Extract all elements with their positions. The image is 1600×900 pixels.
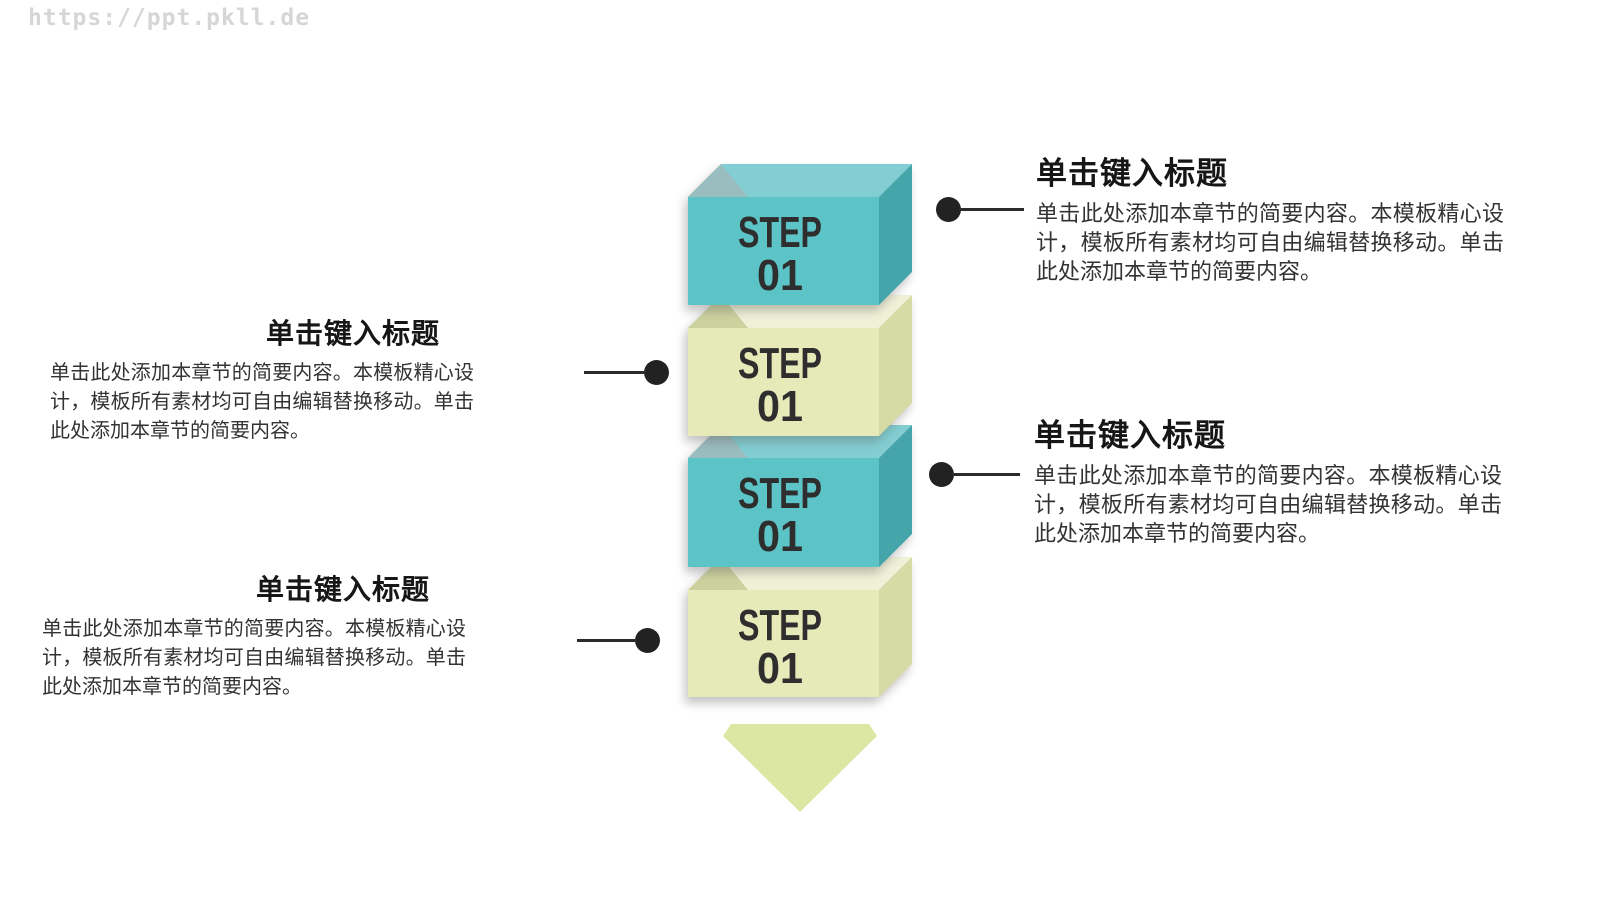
step-box-3: STEP 01	[688, 425, 912, 567]
callout-title: 单击键入标题	[1034, 418, 1226, 453]
step-diagram: STEP 01 STEP 01 STEP 01 STEP	[688, 164, 912, 812]
step-4-label-line1: STEP	[738, 601, 822, 650]
connector-line-right-top	[959, 208, 1024, 211]
callout-title: 单击键入标题	[265, 318, 440, 349]
down-arrow-icon	[723, 724, 877, 812]
step-box-4: STEP 01	[688, 557, 912, 697]
step-3-label-line2: 01	[757, 512, 803, 561]
callout-body: 单击此处添加本章节的简要内容。本模板精心设计，模板所有素材均可自由编辑替换移动。…	[50, 362, 474, 443]
connector-dot-right-middle	[929, 462, 954, 487]
callout-right-middle: 单击键入标题 单击此处添加本章节的简要内容。本模板精心设计，模板所有素材均可自由…	[1034, 418, 1504, 548]
connector-line-right-middle	[952, 473, 1020, 476]
step-4-label-line2: 01	[757, 644, 803, 693]
callout-right-top: 单击键入标题 单击此处添加本章节的简要内容。本模板精心设计，模板所有素材均可自由…	[1036, 156, 1506, 286]
step-3-label-line1: STEP	[738, 469, 822, 518]
callout-title: 单击键入标题	[1036, 156, 1228, 191]
step-1-label-line2: 01	[757, 251, 803, 300]
step-2-label-line1: STEP	[738, 339, 822, 388]
step-1-label-line1: STEP	[738, 208, 822, 257]
connector-dot-right-top	[936, 197, 961, 222]
watermark-url: https://ppt.pkll.de	[28, 5, 311, 31]
callout-left-middle: 单击键入标题 单击此处添加本章节的简要内容。本模板精心设计，模板所有素材均可自由…	[50, 318, 474, 446]
step-box-1: STEP 01	[688, 164, 912, 305]
connector-dot-left-middle	[644, 360, 669, 385]
connector-line-left-middle	[584, 371, 646, 374]
callout-left-bottom: 单击键入标题 单击此处添加本章节的简要内容。本模板精心设计，模板所有素材均可自由…	[42, 574, 466, 702]
connector-line-left-bottom	[577, 639, 637, 642]
callout-body: 单击此处添加本章节的简要内容。本模板精心设计，模板所有素材均可自由编辑替换移动。…	[1036, 200, 1504, 284]
callout-title: 单击键入标题	[255, 574, 430, 605]
step-2-label-line2: 01	[757, 382, 803, 431]
connector-dot-left-bottom	[635, 628, 660, 653]
step-box-2: STEP 01	[688, 295, 912, 436]
callout-body: 单击此处添加本章节的简要内容。本模板精心设计，模板所有素材均可自由编辑替换移动。…	[42, 618, 466, 699]
callout-body: 单击此处添加本章节的简要内容。本模板精心设计，模板所有素材均可自由编辑替换移动。…	[1034, 462, 1502, 546]
